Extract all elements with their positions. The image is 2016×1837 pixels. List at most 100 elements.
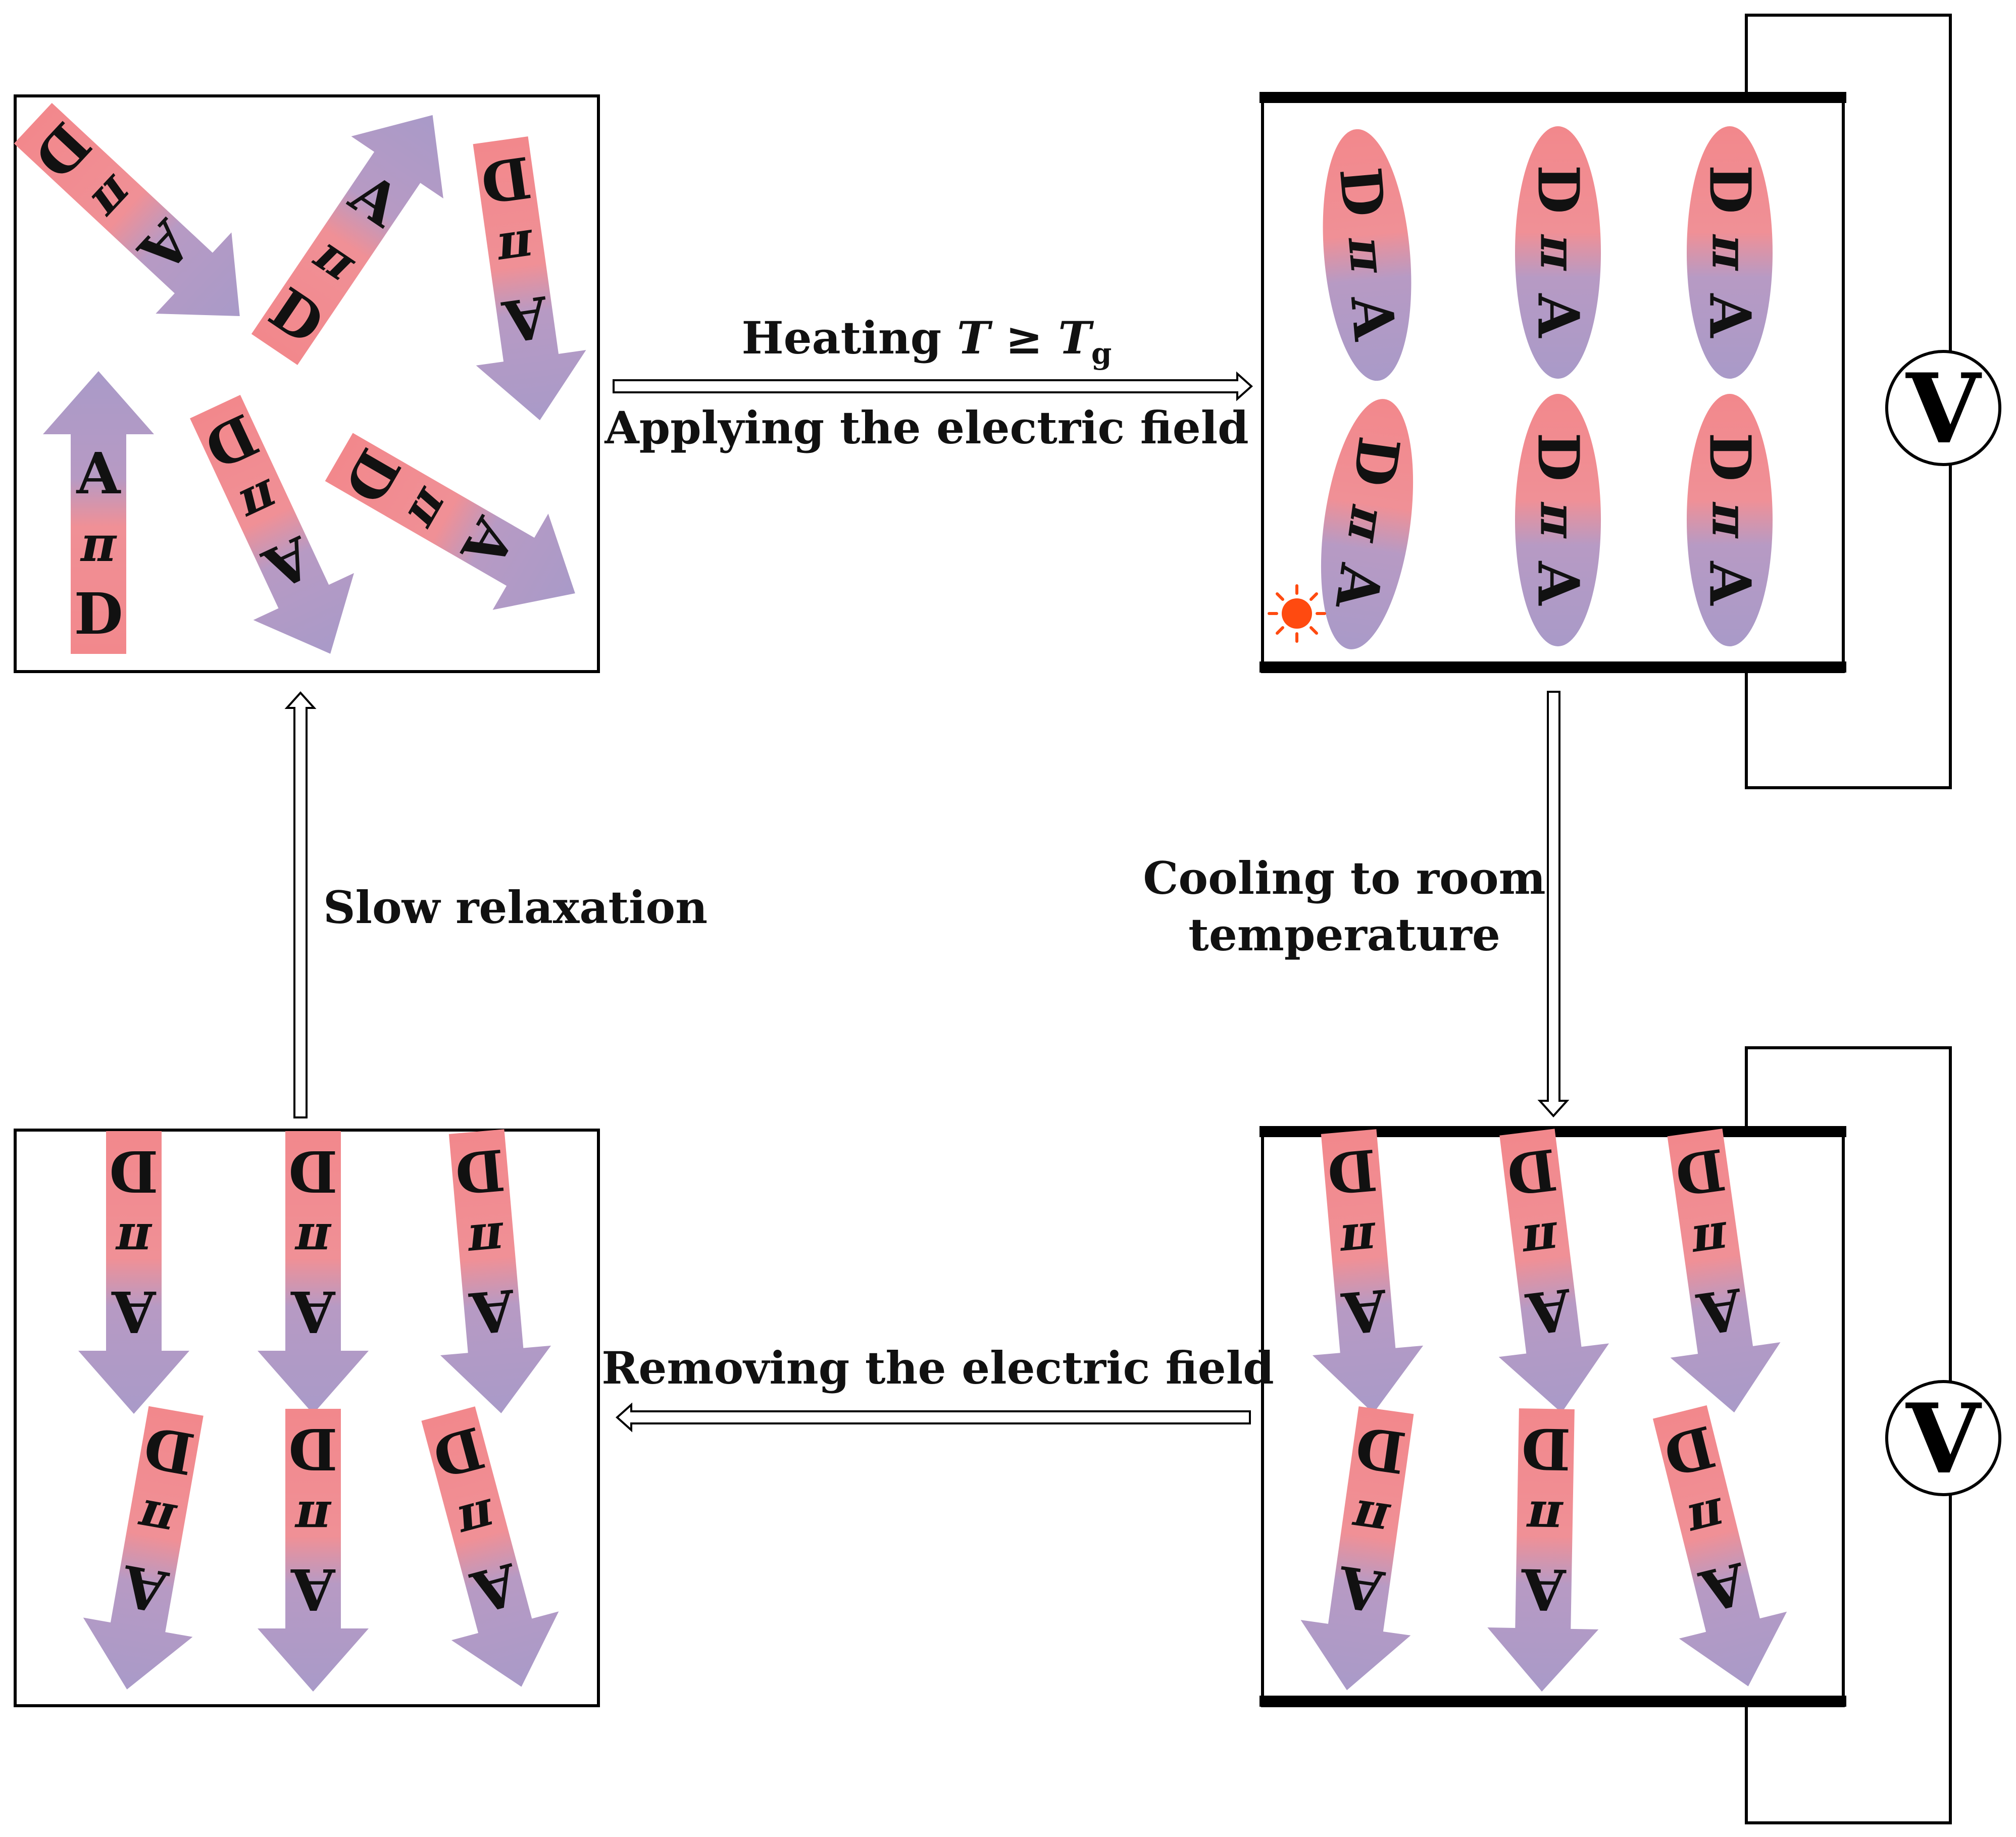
molecule-body <box>1300 1406 1414 1691</box>
dpa-arrow-molecule: DπA <box>251 115 443 365</box>
bridge-label: π <box>493 218 538 280</box>
label-slow-relaxation: Slow relaxation <box>323 881 708 934</box>
donor-label: D <box>452 1136 507 1206</box>
dpa-ellipse-molecule: DπA <box>1515 126 1601 379</box>
molecule-body <box>1687 126 1773 379</box>
acceptor-label: A <box>1339 1276 1390 1346</box>
dpa-arrow-molecule: DπA <box>1498 1129 1609 1413</box>
bridge-label: π <box>1530 234 1587 271</box>
voltmeter-top: V <box>1885 350 2001 466</box>
dpa-ellipse-molecule: DπA <box>1323 129 1412 381</box>
dpa-arrow-molecule: DπA <box>1487 1408 1599 1692</box>
molecule-body <box>14 103 240 316</box>
bridge-label: π <box>1701 501 1758 539</box>
molecule-body <box>421 1406 559 1687</box>
donor-label: D <box>1325 1136 1379 1206</box>
acceptor-label: A <box>1522 1275 1575 1347</box>
molecule-body <box>1312 1129 1424 1413</box>
electrode-bottom <box>1259 1696 1846 1707</box>
voltmeter-bottom: V <box>1885 1380 2001 1496</box>
bridge-label: π <box>465 1211 508 1271</box>
molecule-body <box>1321 399 1414 649</box>
donor-label: D <box>1340 433 1412 490</box>
circuit-wire <box>1745 14 1952 353</box>
molecule-body <box>43 371 154 654</box>
molecule-body <box>325 433 575 610</box>
molecule-body <box>1687 394 1773 646</box>
acceptor-label: A <box>498 283 552 354</box>
acceptor-label: A <box>111 1278 156 1344</box>
acceptor-label: A <box>1520 1555 1567 1622</box>
donor-label: D <box>1672 1136 1729 1208</box>
donor-label: D <box>1327 165 1397 219</box>
acceptor-label: A <box>1697 293 1763 339</box>
donor-label: D <box>1697 432 1763 481</box>
electrode-bottom <box>1259 661 1846 673</box>
molecule-body <box>1487 1408 1599 1692</box>
dpa-ellipse-molecule: DπA <box>1515 394 1601 646</box>
bridge-label: π <box>1530 501 1587 539</box>
acceptor-label: A <box>1692 1275 1746 1347</box>
molecule-body <box>1652 1405 1787 1687</box>
acceptor-label: A <box>467 1276 518 1346</box>
molecule-body <box>78 1131 189 1414</box>
dpa-arrow-molecule: DπA <box>1667 1129 1781 1413</box>
acceptor-label: A <box>290 1278 335 1344</box>
label-cooling-line1: Cooling to room <box>1143 852 1545 904</box>
bridge-label: π <box>1337 1211 1380 1271</box>
bridge-label: π <box>294 1212 332 1269</box>
dpa-arrow-molecule: DπA <box>190 395 354 654</box>
donor-label: D <box>1657 1412 1721 1489</box>
dpa-arrow-molecule: DπA <box>43 371 154 654</box>
acceptor-label: A <box>1697 561 1763 606</box>
bridge-label: π <box>1336 501 1398 546</box>
bridge-label: π <box>294 1490 332 1547</box>
acceptor-label: A <box>1525 561 1591 606</box>
bridge-label: π <box>1701 234 1758 271</box>
dpa-arrow-molecule: DπA <box>325 433 575 610</box>
molecule-body <box>1498 1129 1609 1413</box>
dpa-arrow-molecule: DπA <box>83 1406 204 1690</box>
acceptor-label: A <box>76 441 122 507</box>
donor-label: D <box>288 1415 337 1482</box>
bridge-label: π <box>1526 1490 1564 1547</box>
donor-label: D <box>426 1413 491 1490</box>
molecule-body <box>258 1131 369 1414</box>
molecule-body <box>1515 126 1601 379</box>
molecule-body <box>440 1129 551 1413</box>
acceptor-label: A <box>1338 293 1407 344</box>
circuit-wire <box>1745 1494 1952 1824</box>
arrow-relaxation <box>284 691 317 1118</box>
donor-label: D <box>1503 1136 1560 1207</box>
circuit-wire <box>1745 1046 1952 1383</box>
bridge-label: π <box>1688 1210 1733 1272</box>
voltmeter-symbol: V <box>1905 1383 1982 1495</box>
donor-label: D <box>477 143 535 216</box>
dpa-ellipse-molecule: DπA <box>1321 399 1414 649</box>
circuit-wire <box>1745 465 1952 789</box>
molecule-body <box>473 136 586 421</box>
bridge-label: π <box>1348 1488 1393 1550</box>
dpa-arrow-molecule: DπA <box>258 1409 369 1692</box>
dpa-arrow-molecule: DπA <box>1652 1405 1787 1687</box>
acceptor-label: A <box>1525 293 1591 339</box>
voltmeter-symbol: V <box>1905 352 1982 465</box>
voltmeter-circle <box>1885 1380 2001 1496</box>
dpa-arrow-molecule: DπA <box>1312 1129 1424 1413</box>
molecule-body <box>251 115 443 365</box>
voltmeter-circle <box>1885 350 2001 466</box>
arrow-heating <box>613 371 1253 401</box>
electrode-top <box>1259 92 1846 103</box>
donor-label: D <box>1525 432 1591 481</box>
donor-label: D <box>288 1138 337 1204</box>
bridge-label: π <box>80 516 117 573</box>
donor-label: D <box>1697 165 1763 214</box>
donor-label: D <box>109 1138 158 1204</box>
bridge-label: π <box>1519 1210 1563 1271</box>
molecule-body <box>1323 129 1412 381</box>
panel-random-frame <box>14 94 600 673</box>
dpa-arrow-molecule: DπA <box>440 1129 551 1413</box>
label-applying-field: Applying the electric field <box>604 401 1248 454</box>
arrow-removing <box>615 1402 1251 1433</box>
